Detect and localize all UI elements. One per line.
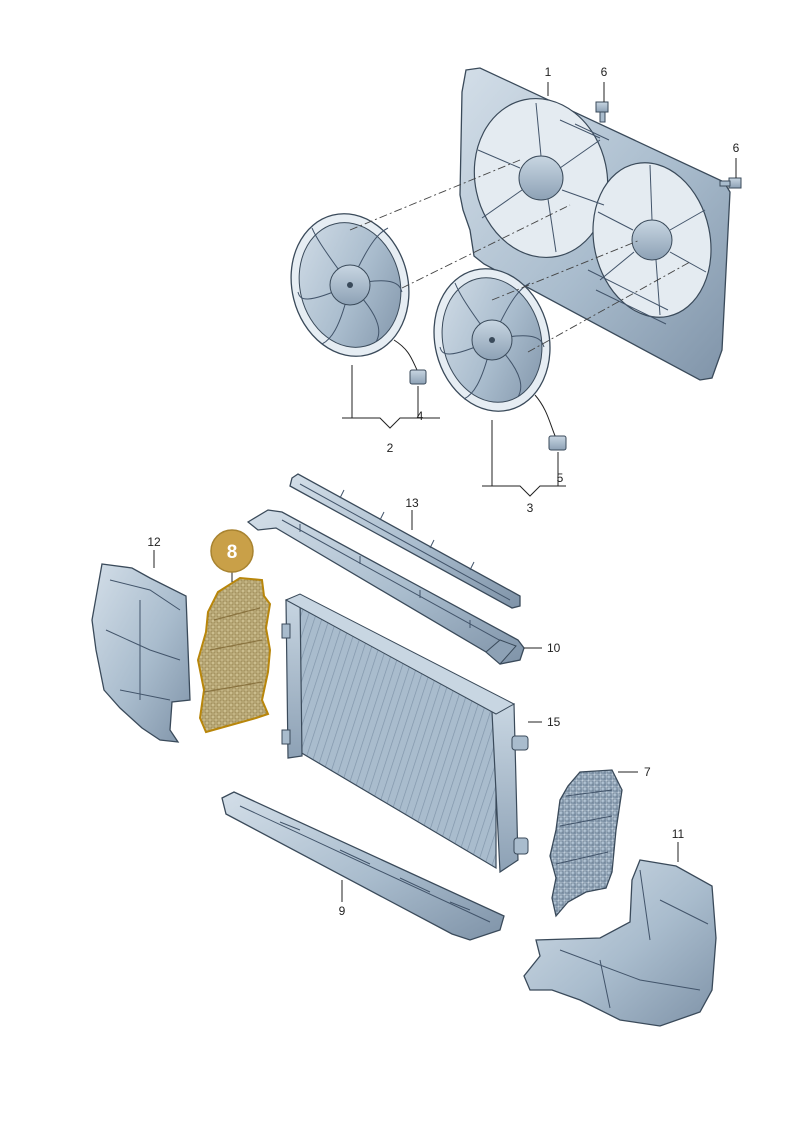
leader-lines [153, 82, 737, 902]
callout-label-8: 8 [227, 542, 238, 563]
lower-cross-member-part-9[interactable] [221, 791, 505, 941]
label-part-5: 5 [557, 471, 564, 485]
fan-2-cable [393, 339, 419, 373]
label-part-2: 2 [387, 441, 394, 455]
bolt-part-6-right[interactable] [719, 177, 742, 189]
upper-bracket-part-13[interactable] [289, 473, 521, 609]
fan-shroud-part-1[interactable] [459, 67, 731, 381]
bolt-part-6-upper[interactable] [595, 101, 609, 123]
shroud-struts [477, 102, 707, 325]
label-part-13: 13 [405, 496, 419, 510]
radiator-part-15[interactable] [281, 593, 529, 874]
fan-2-connector [409, 369, 427, 385]
fan-part-2[interactable] [276, 201, 427, 385]
fan-part-3[interactable] [419, 256, 567, 451]
label-part-4: 4 [417, 409, 424, 423]
air-guide-part-7[interactable] [549, 769, 623, 918]
callout-badge-8[interactable]: 8 [210, 529, 254, 573]
label-part-10: 10 [547, 641, 561, 655]
air-guide-part-12[interactable] [91, 563, 191, 743]
part-labels: 1 6 6 2 4 3 5 13 12 10 15 7 11 9 [147, 65, 739, 918]
air-duct-part-11[interactable] [523, 859, 717, 1027]
fan-3-connector [548, 435, 567, 451]
label-part-6-right: 6 [733, 141, 740, 155]
label-part-15: 15 [547, 715, 561, 729]
air-guide-part-8-highlighted[interactable] [196, 576, 272, 734]
label-part-9: 9 [339, 904, 346, 918]
fan-3-cable [534, 394, 557, 439]
label-part-7: 7 [644, 765, 651, 779]
label-part-3: 3 [527, 501, 534, 515]
radiator-top-rail [284, 593, 516, 715]
label-part-6-upper: 6 [601, 65, 608, 79]
label-part-1: 1 [545, 65, 552, 79]
label-part-11: 11 [672, 827, 685, 841]
assembly-lines [349, 159, 691, 353]
cross-member-part-10[interactable] [246, 509, 525, 665]
label-part-12: 12 [147, 535, 161, 549]
